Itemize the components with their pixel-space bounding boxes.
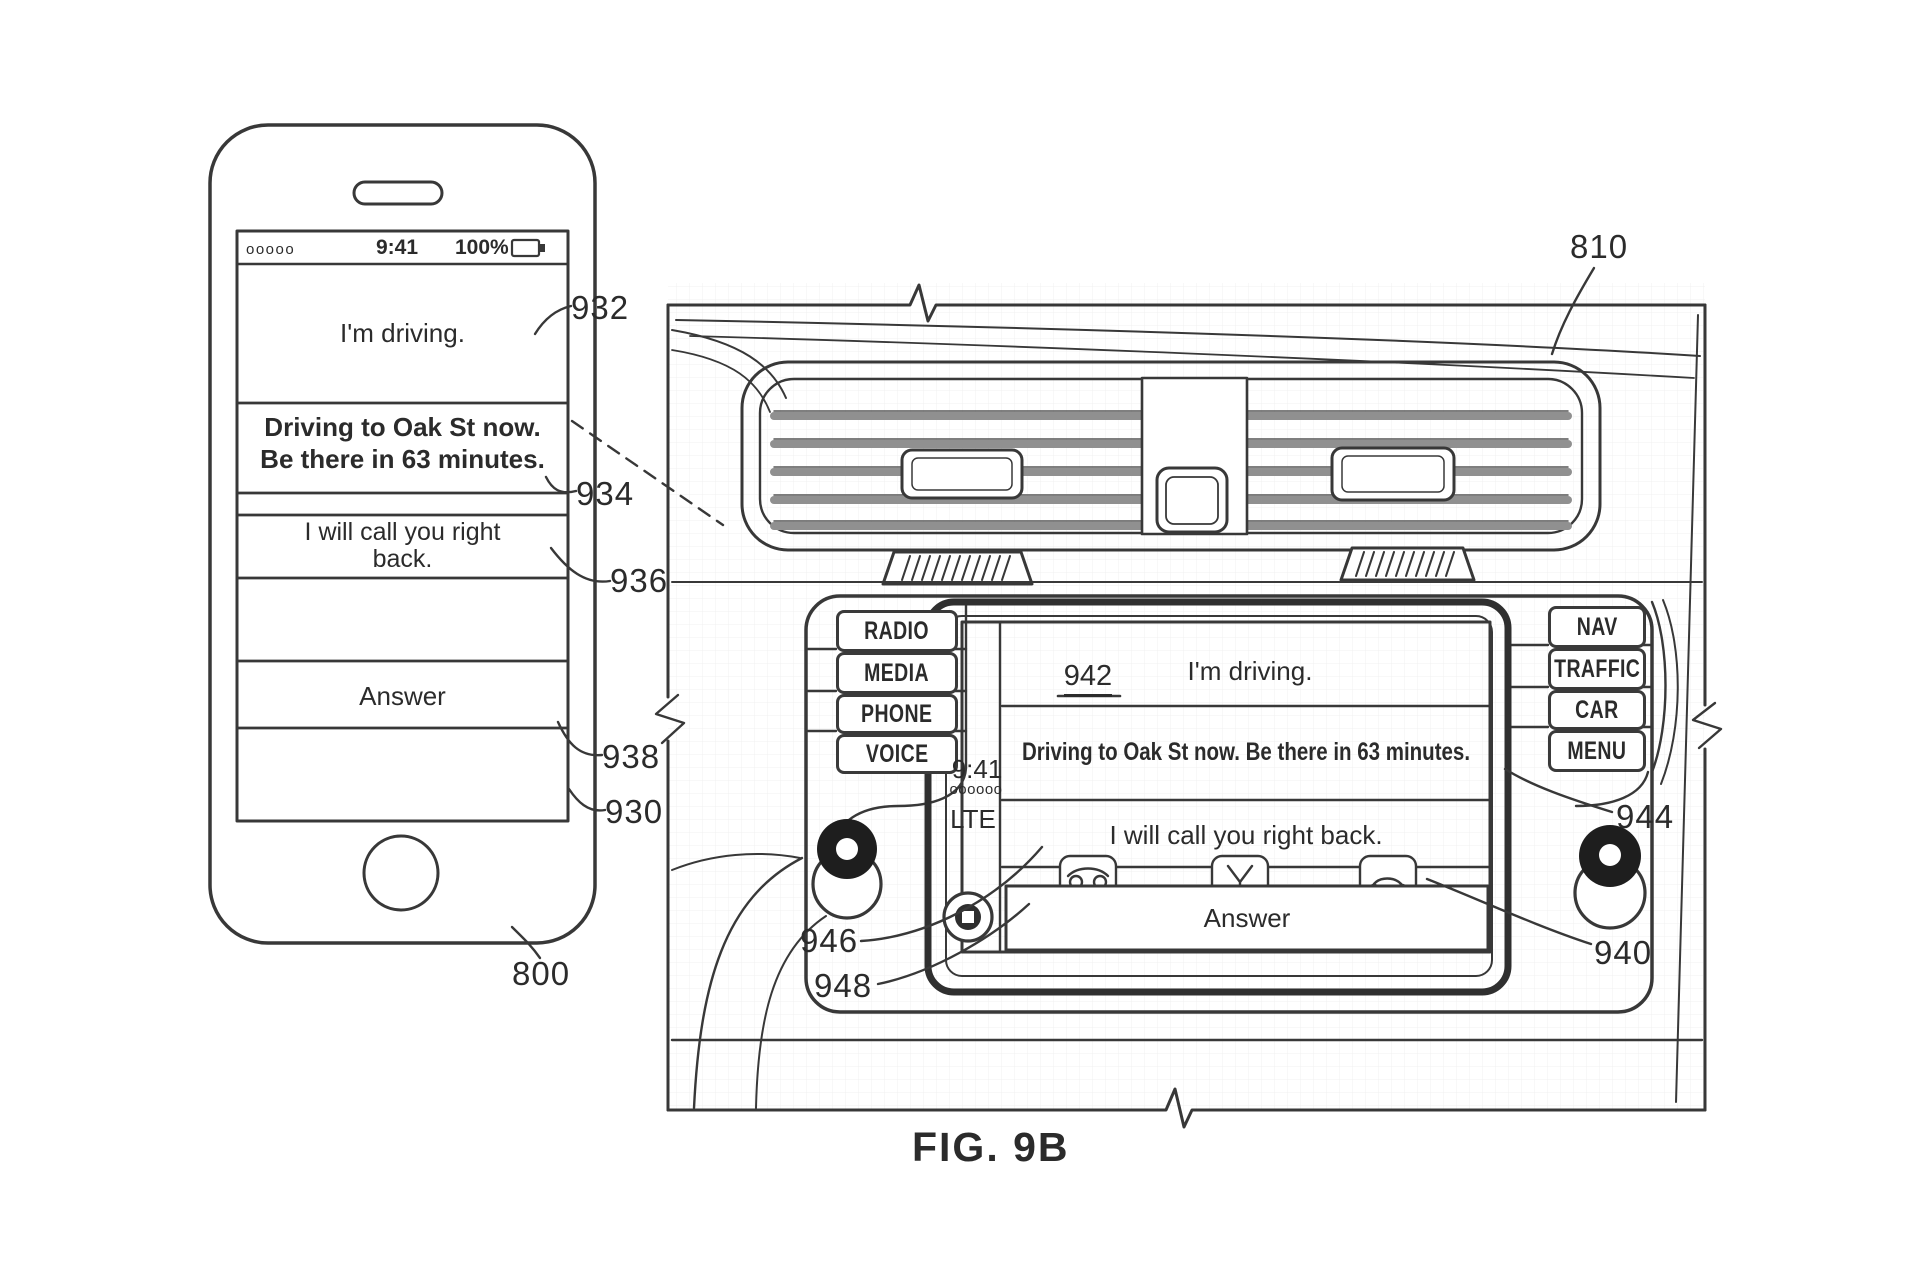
figure-caption: FIG. 9B <box>912 1124 1070 1170</box>
ref-940: 940 <box>1594 934 1653 971</box>
phone-speaker-icon <box>352 180 444 206</box>
car-button-radio: RADIO <box>836 610 958 652</box>
phone-message-callback-line1: I will call you right <box>304 518 501 546</box>
car-button-menu: MENU <box>1548 730 1646 772</box>
car-status-network: LTE <box>950 804 996 834</box>
car-message-callback: I will call you right back. <box>1109 820 1383 850</box>
phone-signal-dots: ooooo <box>246 241 296 258</box>
ref-932: 932 <box>571 289 630 326</box>
vent-center-knob <box>1155 466 1229 534</box>
car-signal-dots: oooooo <box>949 781 1003 798</box>
phone-message-driving: I'm driving. <box>340 318 465 348</box>
phone-message-callback-line2: back. <box>372 545 433 573</box>
phone-battery-percent: 100% <box>455 236 509 259</box>
car-button-voice: VOICE <box>836 734 958 774</box>
screen-bezel <box>924 598 1512 996</box>
answer-bar <box>1004 884 1490 952</box>
ref-942: 942 <box>1063 660 1113 697</box>
car-status-time: 9:41 <box>951 754 1003 784</box>
volume-knob-icon <box>811 819 883 920</box>
ref-948: 948 <box>814 967 873 1004</box>
break-mark-right <box>1691 701 1723 750</box>
ref-938: 938 <box>602 738 661 775</box>
break-mark-bottom <box>666 1087 1707 1129</box>
right-thumbwheel <box>1339 546 1476 582</box>
air-vent-assembly <box>740 360 1602 552</box>
dash-top-contours <box>671 319 1701 413</box>
ref-930: 930 <box>605 793 664 830</box>
phone-screen <box>235 229 570 823</box>
car-button-nav: NAV <box>1548 606 1646 648</box>
phone-home-button-icon <box>362 834 440 912</box>
car-button-phone: PHONE <box>836 694 958 734</box>
phone-message-oak-line2: Be there in 63 minutes. <box>260 444 545 474</box>
ref-944: 944 <box>1616 798 1675 835</box>
break-mark-top <box>666 283 1707 323</box>
ref-934: 934 <box>576 475 635 512</box>
car-message-driving: I'm driving. <box>1187 656 1313 686</box>
ref-810: 810 <box>1570 228 1629 265</box>
ref-800: 800 <box>512 955 571 992</box>
left-thumbwheel <box>881 550 1034 586</box>
phone-status-time: 9:41 <box>375 236 419 259</box>
mirroring-dashed-line <box>570 419 725 527</box>
car-message-oak: Driving to Oak St now. Be there in 63 mi… <box>1021 738 1471 766</box>
ref-936: 936 <box>610 562 669 599</box>
tune-knob-icon <box>1573 825 1647 930</box>
right-vent-tab <box>1330 446 1456 502</box>
left-vent-tab <box>900 448 1024 500</box>
car-answer-button: Answer <box>1203 903 1291 933</box>
break-mark-left <box>654 693 686 745</box>
car-button-traffic: TRAFFIC <box>1548 648 1646 690</box>
phone-outline <box>208 123 597 945</box>
battery-icon <box>510 238 545 258</box>
car-leader-lines <box>859 266 1614 986</box>
dashboard-frame <box>654 283 1723 1129</box>
ref-946: 946 <box>800 922 859 959</box>
car-button-car: CAR <box>1548 690 1646 730</box>
phone-answer-button: Answer <box>359 681 446 711</box>
phone-leader-lines <box>510 304 725 960</box>
car-screen <box>924 598 1512 996</box>
phone-message-oak-line1: Driving to Oak St now. <box>264 412 541 442</box>
car-button-media: MEDIA <box>836 652 958 694</box>
